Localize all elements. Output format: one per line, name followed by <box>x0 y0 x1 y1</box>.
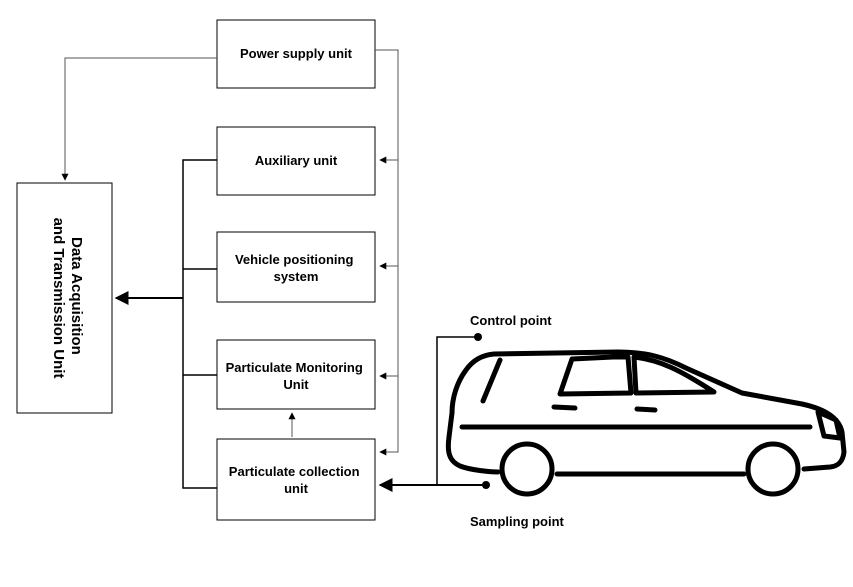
control-point-label: Control point <box>470 313 552 328</box>
particulate-monitoring-unit: Particulate Monitoring Unit <box>216 339 376 410</box>
data-acquisition-unit: Data Acquisition and Transmission Unit <box>16 182 113 414</box>
data-bus-lines <box>114 159 217 489</box>
particulate-collection-label: Particulate collection unit <box>229 464 363 496</box>
power-to-data-acquisition-arrow <box>61 57 217 181</box>
particulate-monitoring-label: Particulate Monitoring Unit <box>226 360 367 392</box>
auxiliary-label: Auxiliary unit <box>255 153 338 168</box>
auxiliary-unit: Auxiliary unit <box>216 126 376 196</box>
vehicle-positioning-system: Vehicle positioning system <box>216 231 376 303</box>
power-distribution-lines <box>375 49 399 456</box>
vehicle-icon <box>445 349 847 497</box>
particulate-collection-unit: Particulate collection unit <box>216 438 376 521</box>
control-point-marker <box>474 333 482 341</box>
sampling-point-label: Sampling point <box>470 514 565 529</box>
sampling-point-marker <box>482 481 490 489</box>
power-supply-label: Power supply unit <box>240 46 353 61</box>
data-acquisition-label: Data Acquisition and Transmission Unit <box>50 218 85 379</box>
sampling-lines <box>378 333 490 492</box>
vehicle-positioning-label: Vehicle positioning system <box>235 252 357 284</box>
power-supply-unit: Power supply unit <box>216 19 376 89</box>
